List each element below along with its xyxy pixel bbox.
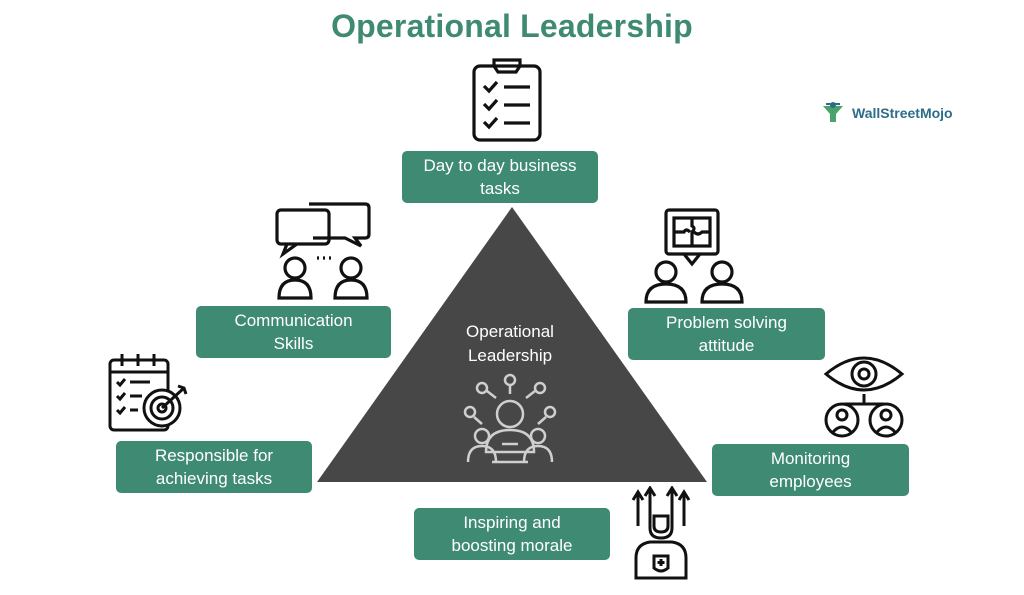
rising-person-icon — [630, 486, 692, 580]
item-label-problem-solving: Problem solving attitude — [666, 313, 787, 355]
clipboard-checklist-icon — [470, 56, 544, 144]
item-label-communication: Communication Skills — [234, 311, 353, 353]
item-box-inspiring: Inspiring and boosting morale — [414, 508, 610, 560]
logo-text: WallStreetMojo — [852, 105, 953, 121]
center-label-text: Operational Leadership — [466, 322, 554, 365]
calendar-target-icon — [106, 350, 190, 434]
team-leader-network-icon — [462, 372, 562, 468]
logo: WallStreetMojo — [820, 100, 953, 126]
item-label-monitoring: Monitoring employees — [769, 449, 852, 491]
chat-bubbles-people-icon — [273, 196, 373, 300]
item-box-monitoring: Monitoring employees — [712, 444, 909, 496]
item-box-communication: Communication Skills — [196, 306, 391, 358]
item-label-responsible: Responsible for achieving tasks — [154, 446, 274, 488]
item-box-problem-solving: Problem solving attitude — [628, 308, 825, 360]
page-title: Operational Leadership — [331, 8, 693, 44]
item-box-day-to-day: Day to day business tasks — [402, 151, 598, 203]
item-box-responsible: Responsible for achieving tasks — [116, 441, 312, 493]
item-label-day-to-day: Day to day business tasks — [423, 156, 577, 198]
center-label: Operational Leadership — [430, 320, 590, 368]
puzzle-people-icon — [638, 206, 748, 304]
wallstreetmojo-logo-icon — [823, 102, 843, 122]
item-label-inspiring: Inspiring and boosting morale — [451, 513, 573, 555]
eye-people-icon — [822, 350, 906, 438]
